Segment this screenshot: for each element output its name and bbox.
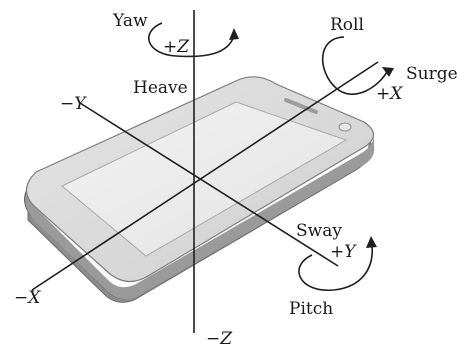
plus-y-label: +Y	[330, 242, 357, 262]
sway-label: Sway	[296, 221, 342, 241]
plus-x-label: +X	[376, 84, 403, 104]
surge-label: Surge	[406, 64, 457, 84]
minus-x-label: −X	[14, 288, 41, 308]
roll-label: Roll	[330, 15, 364, 35]
pitch-rotation-arrow	[298, 236, 377, 291]
roll-rotation-arrow	[321, 36, 394, 95]
heave-label: Heave	[133, 78, 188, 98]
x-axis-line	[31, 61, 379, 291]
phone-earpiece	[284, 98, 318, 114]
y-axis-line	[79, 102, 339, 267]
yaw-label: Yaw	[112, 11, 148, 31]
plus-z-label: +Z	[163, 37, 190, 57]
minus-y-label: −Y	[60, 94, 87, 114]
yaw-rotation-arrow	[148, 22, 239, 58]
minus-z-label: −Z	[206, 329, 233, 349]
axes	[31, 10, 379, 333]
phone-home-button	[338, 122, 352, 132]
pitch-label: Pitch	[289, 299, 333, 319]
